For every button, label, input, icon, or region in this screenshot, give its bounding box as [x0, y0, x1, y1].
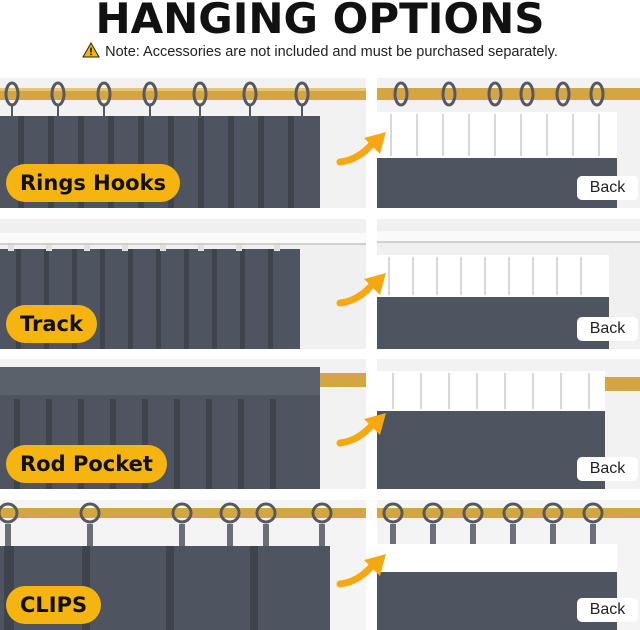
- back-label: Back: [577, 317, 638, 341]
- option-label: CLIPS: [6, 586, 102, 624]
- back-label: Back: [577, 176, 638, 200]
- back-label: Back: [577, 598, 638, 622]
- accessory-note-text: Note: Accessories are not included and m…: [105, 44, 558, 60]
- track-back-photo: [377, 219, 640, 349]
- option-label: Rod Pocket: [6, 445, 167, 483]
- option-label: Rings Hooks: [6, 164, 181, 202]
- accessory-note: Note: Accessories are not included and m…: [0, 42, 640, 60]
- page-title: HANGING OPTIONS: [95, 0, 545, 43]
- option-rod-pocket: Rod Pocket Back: [0, 359, 640, 489]
- rod-pocket-front-photo: Rod Pocket: [0, 359, 366, 489]
- option-rings-hooks: Rings Hooks Back: [0, 78, 640, 208]
- curved-arrow-icon: [336, 554, 386, 588]
- curved-arrow-icon: [336, 413, 386, 447]
- rings-hooks-back-photo: [377, 78, 640, 208]
- warning-triangle-icon: [82, 42, 101, 58]
- curved-arrow-icon: [336, 273, 386, 307]
- curved-arrow-icon: [336, 132, 386, 166]
- option-label: Track: [6, 305, 97, 343]
- back-label: Back: [577, 457, 638, 481]
- rings-hooks-front-photo: Rings Hooks: [0, 78, 366, 208]
- option-track: Track Back: [0, 219, 640, 349]
- track-front-photo: Track: [0, 219, 366, 349]
- option-clips: CLIPS Back: [0, 500, 640, 630]
- clips-front-photo: CLIPS: [0, 500, 366, 630]
